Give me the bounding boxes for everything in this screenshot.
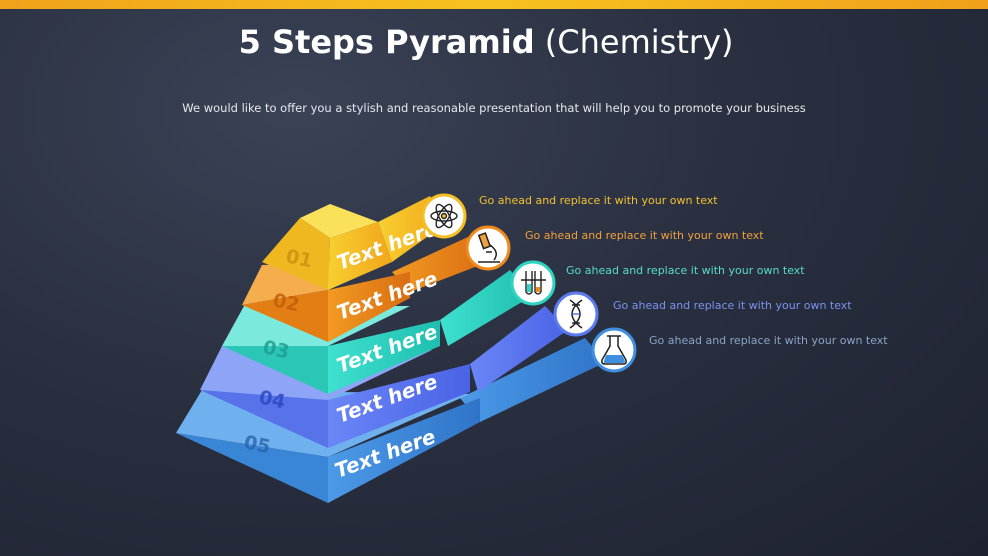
step-description-05: Go ahead and replace it with your own te… bbox=[649, 334, 888, 347]
ribbon-05 bbox=[460, 338, 606, 422]
page-subtitle: We would like to offer you a stylish and… bbox=[182, 101, 806, 115]
step-number-02: 02 bbox=[271, 289, 301, 316]
ribbon-02 bbox=[392, 236, 488, 292]
step-description-03: Go ahead and replace it with your own te… bbox=[566, 264, 805, 277]
page-title: 5 Steps Pyramid (Chemistry) bbox=[0, 22, 972, 62]
dna-icon bbox=[569, 299, 583, 329]
test-tubes-icon bbox=[521, 271, 546, 295]
step-left-04 bbox=[200, 390, 328, 448]
step-number-03: 03 bbox=[261, 336, 291, 363]
step-front-02 bbox=[328, 272, 410, 342]
icon-badge-05 bbox=[591, 327, 637, 373]
step-number-05: 05 bbox=[242, 431, 272, 458]
step-left-02 bbox=[242, 290, 328, 342]
step-front-01 bbox=[328, 222, 392, 290]
step-description-04: Go ahead and replace it with your own te… bbox=[613, 299, 852, 312]
title-bold: 5 Steps Pyramid bbox=[238, 23, 535, 61]
ribbon-04 bbox=[470, 306, 568, 392]
atom-icon bbox=[430, 203, 458, 229]
step-front-05 bbox=[328, 398, 480, 503]
step-left-01 bbox=[262, 218, 330, 290]
flask-icon bbox=[601, 335, 627, 365]
step-left-05 bbox=[176, 433, 328, 503]
step-number-01: 01 bbox=[284, 245, 314, 272]
icon-badge-01 bbox=[421, 193, 467, 239]
ribbon-03 bbox=[440, 270, 532, 346]
microscope-icon bbox=[477, 232, 500, 263]
icon-badge-04 bbox=[553, 291, 599, 337]
icon-badge-02 bbox=[465, 225, 511, 271]
title-normal: (Chemistry) bbox=[544, 23, 734, 61]
step-front-04 bbox=[328, 364, 470, 448]
top-accent-bar bbox=[0, 0, 988, 9]
step-number-04: 04 bbox=[257, 386, 287, 413]
icon-badge-03 bbox=[510, 260, 556, 306]
step-left-03 bbox=[222, 346, 328, 394]
step-top-01 bbox=[300, 204, 378, 238]
step-description-02: Go ahead and replace it with your own te… bbox=[525, 229, 764, 242]
step-front-03 bbox=[328, 320, 440, 394]
step-description-01: Go ahead and replace it with your own te… bbox=[479, 194, 718, 207]
